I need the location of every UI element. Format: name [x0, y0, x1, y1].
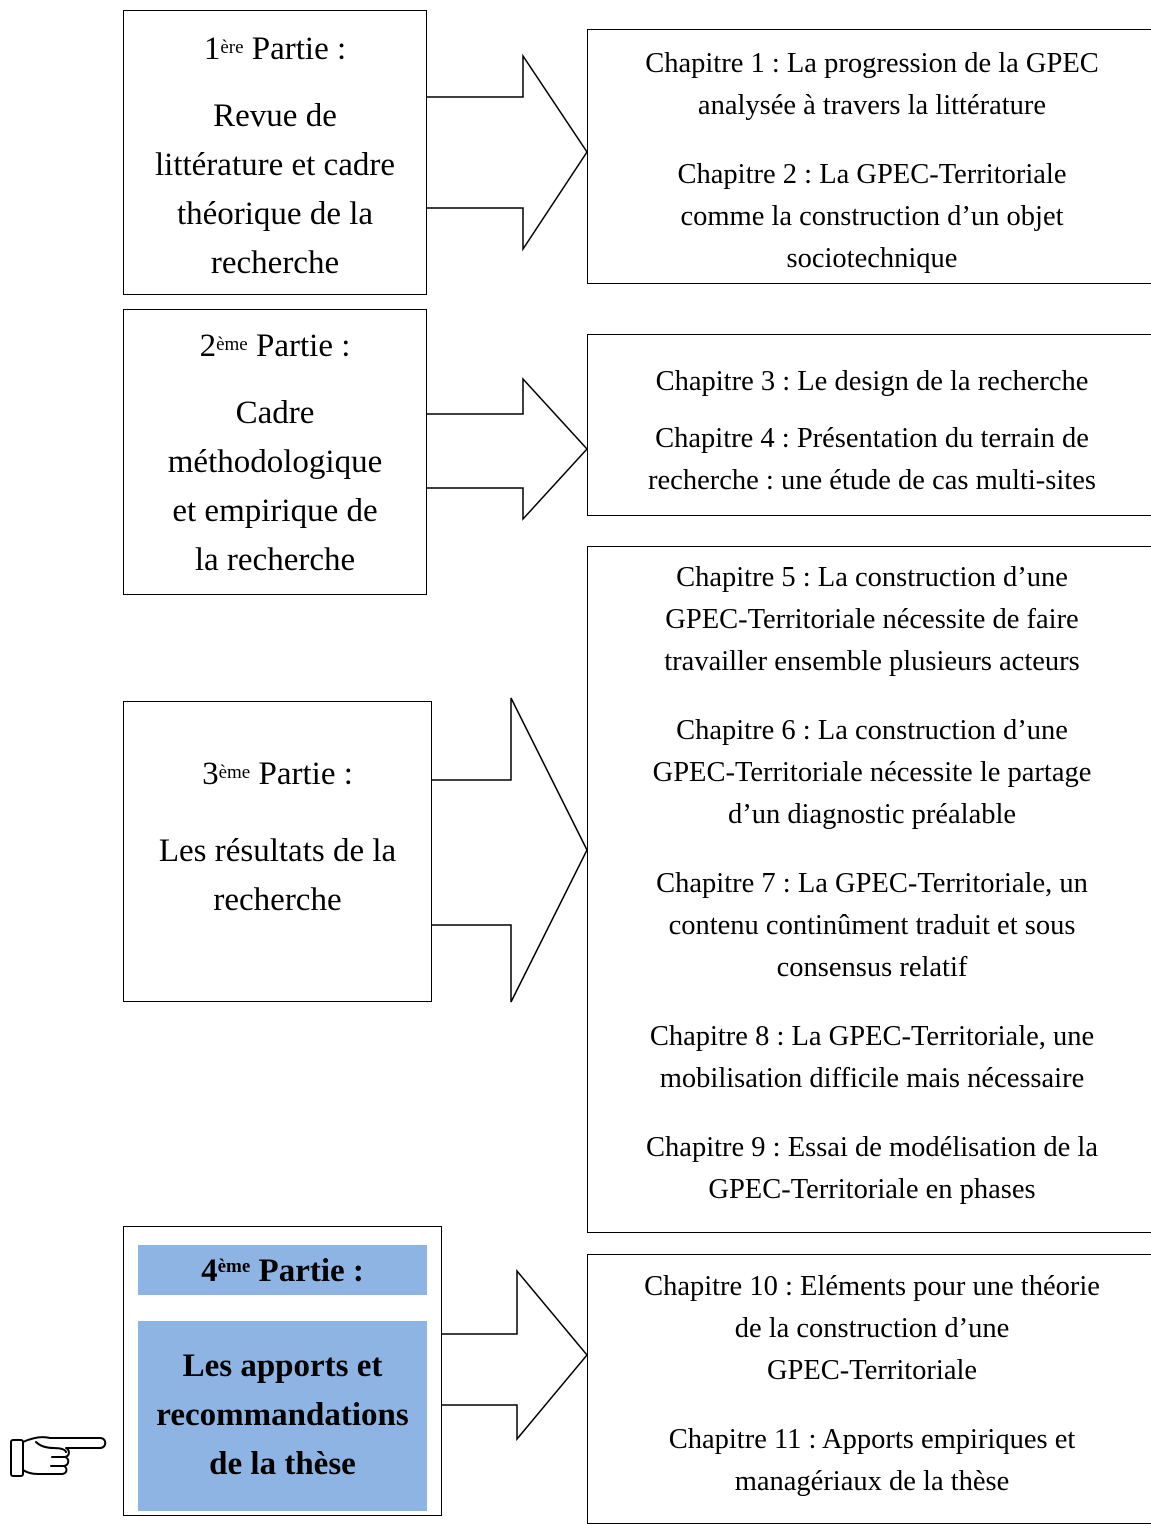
- chapters-box-3: Chapitre 5 : La construction d’une GPEC-…: [587, 546, 1151, 1233]
- chapter-line: Chapitre 8 : La GPEC-Territoriale, une: [649, 1021, 1095, 1052]
- arrow-part3: [430, 697, 588, 1003]
- chapters-box-4: Chapitre 10 : Eléments pour une théorie …: [587, 1254, 1151, 1524]
- arrow-part1: [425, 53, 588, 252]
- chapter-line: managériaux de la thèse: [734, 1466, 1010, 1497]
- part-1-line: recherche: [210, 245, 340, 281]
- part-3-title: 3ème Partie :: [202, 756, 353, 792]
- chapter-line: Chapitre 6 : La construction d’une: [676, 715, 1068, 746]
- part-4-box: 4ème Partie : Les apports et recommandat…: [123, 1226, 442, 1516]
- chapter-line: recherche : une étude de cas multi-sites: [648, 465, 1096, 496]
- chapters-box-2: Chapitre 3 : Le design de la recherche C…: [587, 334, 1151, 516]
- chapter-line: analysée à travers la littérature: [697, 90, 1047, 121]
- part-3-line: Les résultats de la: [158, 833, 397, 869]
- chapter-line: Chapitre 4 : Présentation du terrain de: [655, 423, 1089, 454]
- chapter-line: Chapitre 3 : Le design de la recherche: [655, 366, 1089, 397]
- part-1-title: 1ère Partie :: [203, 31, 347, 67]
- chapter-line: Chapitre 10 : Eléments pour une théorie: [644, 1271, 1100, 1302]
- part-2-box: 2ème Partie : Cadre méthodologique et em…: [123, 309, 427, 595]
- chapter-line: GPEC-Territoriale nécessite le partage: [652, 757, 1092, 788]
- chapter-line: Chapitre 5 : La construction d’une: [676, 562, 1068, 593]
- chapter-line: sociotechnique: [786, 243, 958, 274]
- chapter-line: Chapitre 1 : La progression de la GPEC: [645, 48, 1099, 79]
- chapters-box-1: Chapitre 1 : La progression de la GPEC a…: [587, 29, 1151, 284]
- pointing-hand-icon: [10, 1436, 107, 1477]
- chapter-line: comme la construction d’un objet: [680, 201, 1064, 232]
- chapter-line: d’un diagnostic préalable: [727, 799, 1017, 830]
- chapter-line: Chapitre 7 : La GPEC-Territoriale, un: [656, 868, 1088, 899]
- part-4-subtitle: Les apports et recommandations de la thè…: [138, 1321, 427, 1511]
- chapter-line: mobilisation difficile mais nécessaire: [659, 1063, 1085, 1094]
- chapter-line: Chapitre 9 : Essai de modélisation de la: [646, 1132, 1098, 1163]
- part-3-line: recherche: [213, 882, 342, 918]
- part-1-line: littérature et cadre: [154, 147, 395, 183]
- chapter-line: Chapitre 2 : La GPEC-Territoriale: [677, 159, 1067, 190]
- part-1-box: 1ère Partie : Revue de littérature et ca…: [123, 10, 427, 295]
- part-4-title: 4ème Partie :: [138, 1245, 427, 1295]
- part-2-line: la recherche: [194, 542, 356, 578]
- chapter-line: GPEC-Territoriale nécessite de faire: [665, 604, 1079, 635]
- part-1-line: théorique de la: [176, 196, 374, 232]
- chapter-line: GPEC-Territoriale: [766, 1355, 978, 1386]
- part-2-line: méthodologique: [167, 444, 383, 480]
- part-2-line: Cadre: [235, 395, 315, 431]
- chapter-line: contenu continûment traduit et sous: [668, 910, 1076, 941]
- part-1-line: Revue de: [213, 98, 337, 134]
- chapter-line: consensus relatif: [776, 952, 968, 983]
- part-3-box: 3ème Partie : Les résultats de la recher…: [123, 701, 432, 1002]
- chapter-line: Chapitre 11 : Apports empiriques et: [668, 1424, 1076, 1455]
- chapter-line: de la construction d’une: [734, 1313, 1010, 1344]
- chapter-line: travailler ensemble plusieurs acteurs: [664, 646, 1080, 677]
- chapter-line: GPEC-Territoriale en phases: [708, 1174, 1036, 1205]
- part-2-line: et empirique de: [172, 493, 378, 529]
- part-2-title: 2ème Partie :: [199, 328, 351, 364]
- arrow-part4: [440, 1268, 588, 1442]
- arrow-part2: [425, 377, 589, 521]
